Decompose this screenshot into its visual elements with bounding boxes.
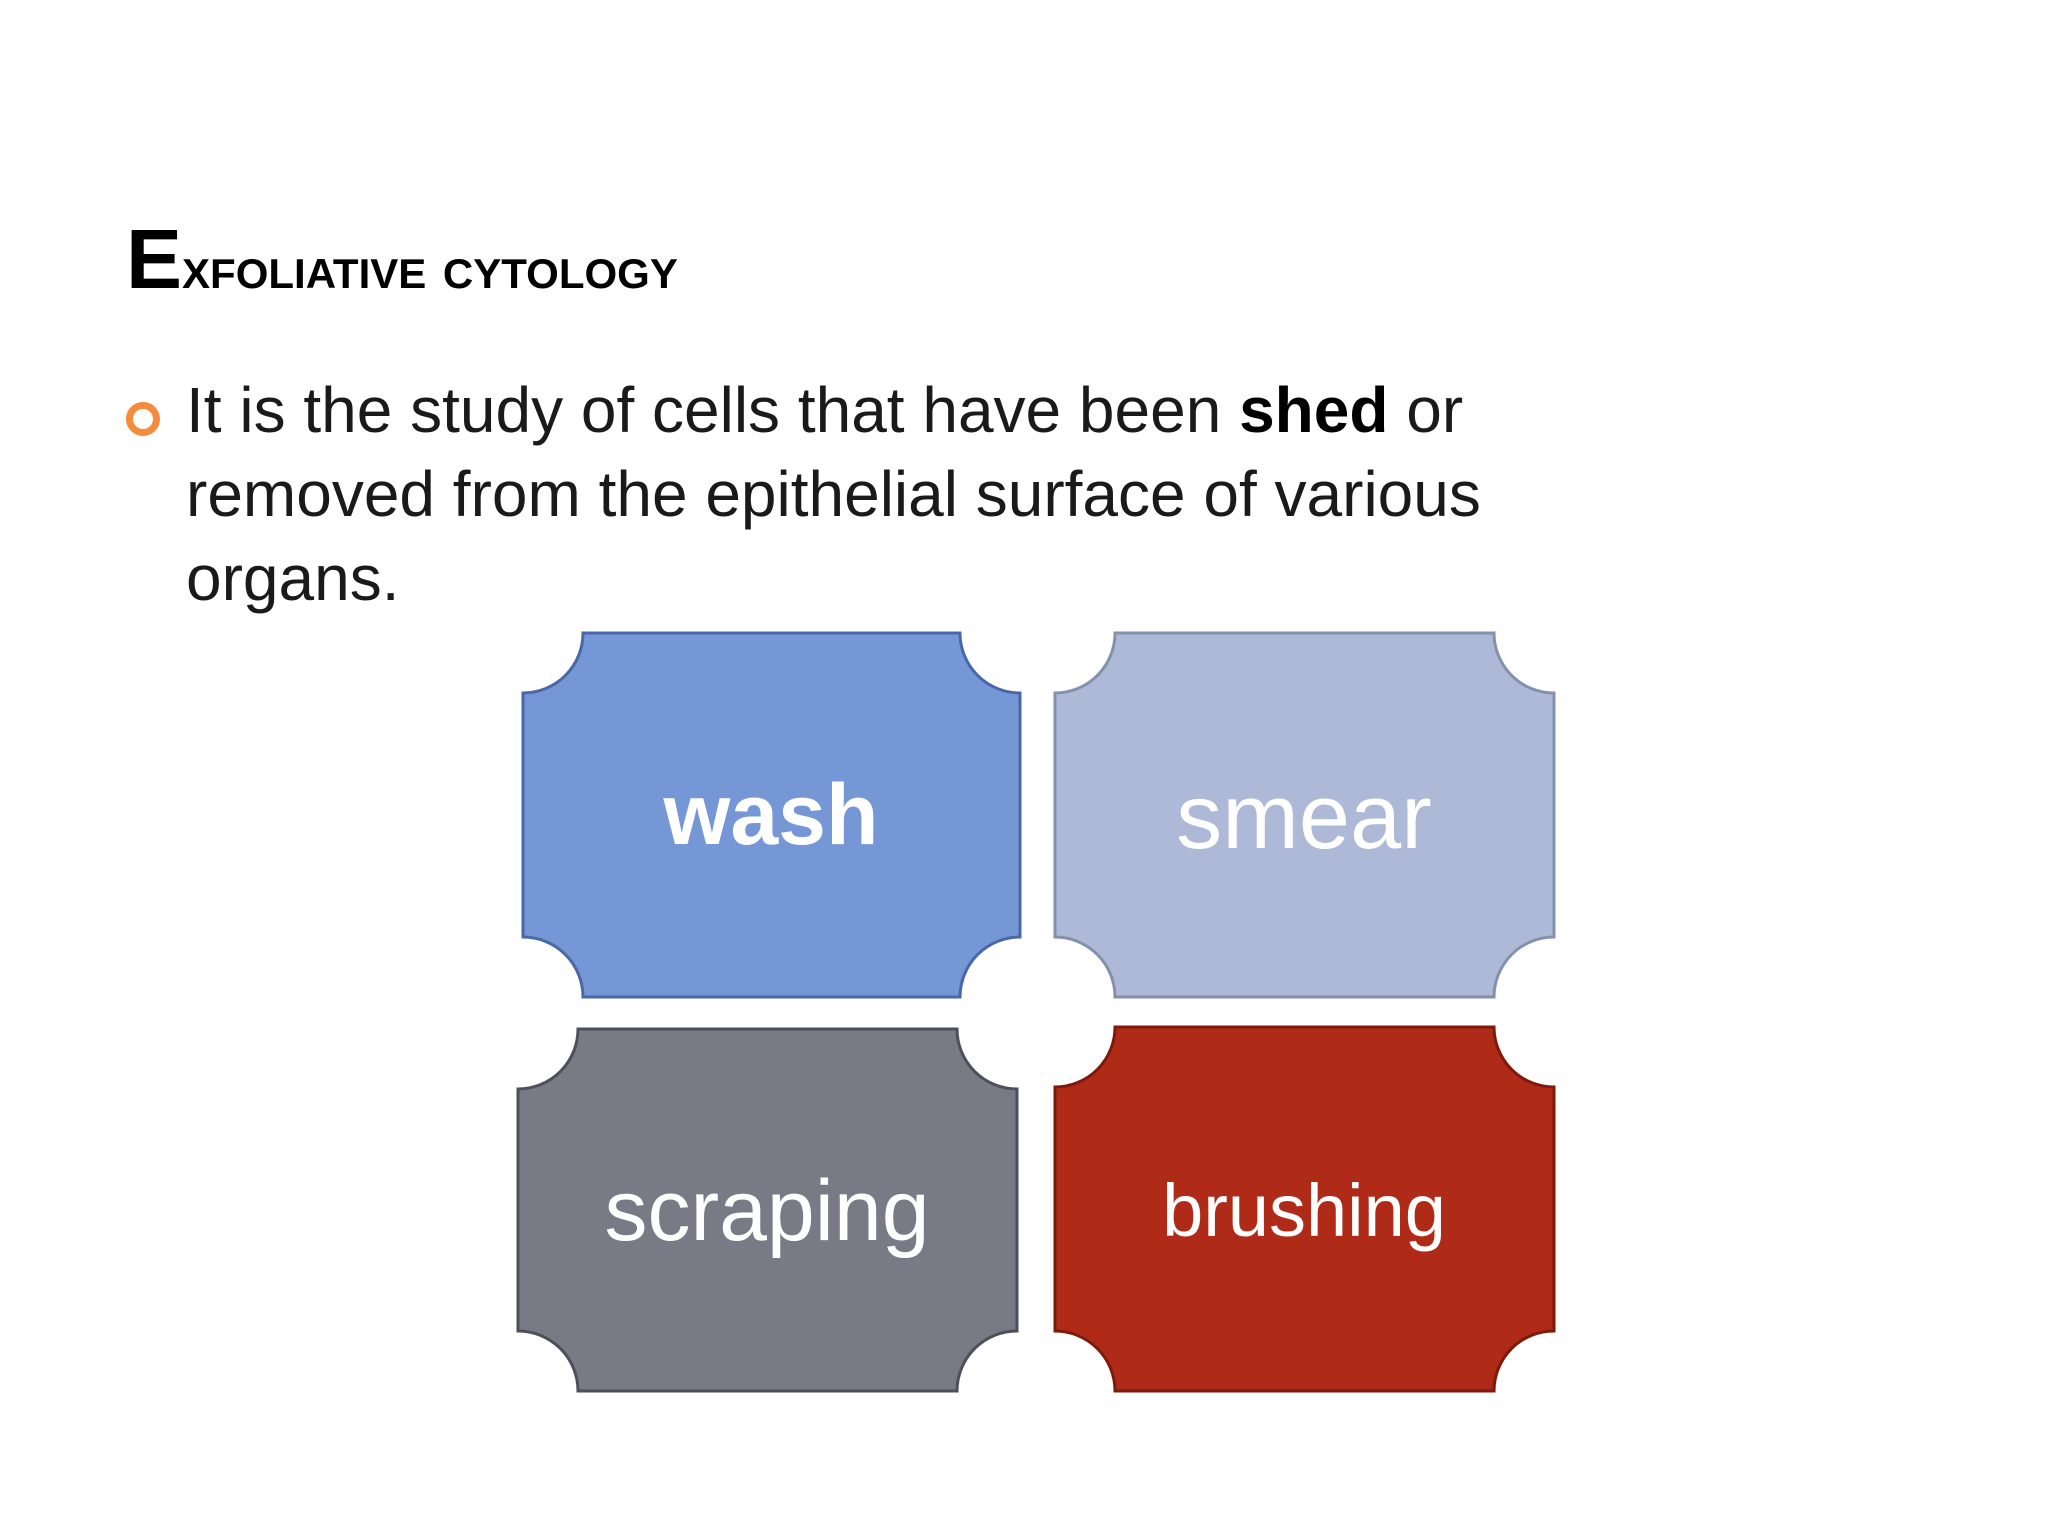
slide-title: Exfoliative cytology <box>126 214 678 313</box>
tile-brushing-label: brushing <box>1162 1169 1446 1252</box>
tile-smear-shape <box>1053 631 1556 999</box>
tile-scraping: scraping <box>516 1027 1019 1393</box>
tile-scraping-shape <box>516 1027 1019 1393</box>
tile-wash: wash <box>521 631 1022 999</box>
bullet-text-after: or removed from the epithelial surface o… <box>186 374 1481 614</box>
bullet-circle-icon <box>126 402 160 436</box>
tile-scraping-label: scraping <box>604 1163 929 1259</box>
tile-brushing: brushing <box>1053 1025 1556 1393</box>
tile-wash-shape <box>521 631 1022 999</box>
tile-brushing-shape <box>1053 1025 1556 1393</box>
bullet-text: It is the study of cells that have been … <box>186 368 1626 620</box>
slide-title-initial: E <box>126 212 183 306</box>
bullet-bold-word: shed <box>1239 374 1389 446</box>
slide-title-rest: xfoliative cytology <box>182 234 678 301</box>
tile-smear-label: smear <box>1176 766 1432 868</box>
tile-smear: smear <box>1053 631 1556 999</box>
tile-wash-label: wash <box>662 767 878 863</box>
bullet-text-before: It is the study of cells that have been <box>186 374 1240 446</box>
